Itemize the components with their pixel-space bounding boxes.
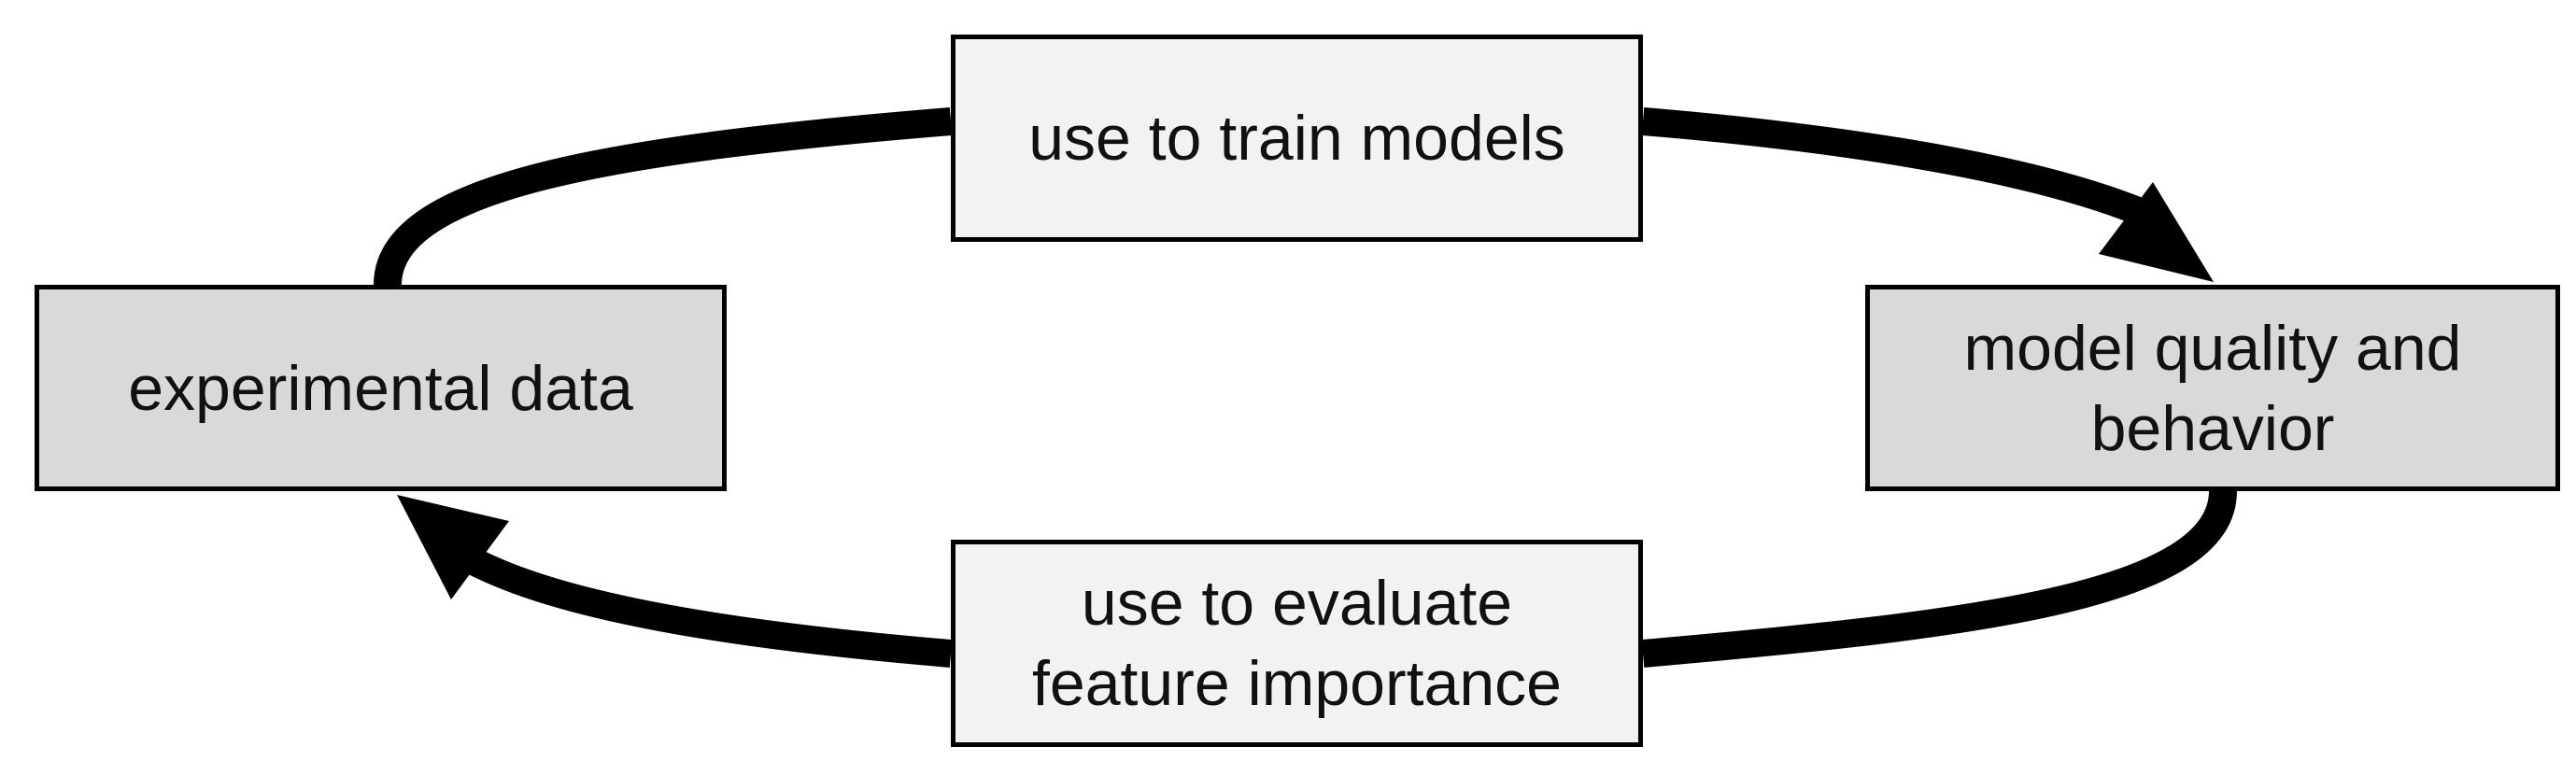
- node-model-quality-and-behavior: model quality and behavior: [1865, 285, 2560, 491]
- node-label-line: feature importance: [1032, 648, 1562, 719]
- node-label-line: use to train models: [1028, 103, 1565, 174]
- node-label-line: model quality and: [1963, 312, 2462, 384]
- connector-evaluate-to-experimental: [465, 547, 953, 668]
- node-label-line: experimental data: [128, 352, 633, 424]
- node-label-line: use to evaluate: [1081, 568, 1513, 639]
- connector-train-to-quality: [1641, 107, 2164, 232]
- connector-quality-to-evaluate: [1641, 489, 2237, 668]
- arrowhead-to-experimental: [397, 495, 509, 599]
- node-experimental-data: experimental data: [35, 285, 727, 491]
- node-label-line: behavior: [2090, 392, 2335, 464]
- node-use-to-evaluate-feature-importance: use to evaluate feature importance: [951, 540, 1643, 747]
- arrowhead-to-quality: [2099, 182, 2214, 282]
- connector-experimental-to-train: [374, 107, 953, 286]
- node-use-to-train-models: use to train models: [951, 35, 1643, 242]
